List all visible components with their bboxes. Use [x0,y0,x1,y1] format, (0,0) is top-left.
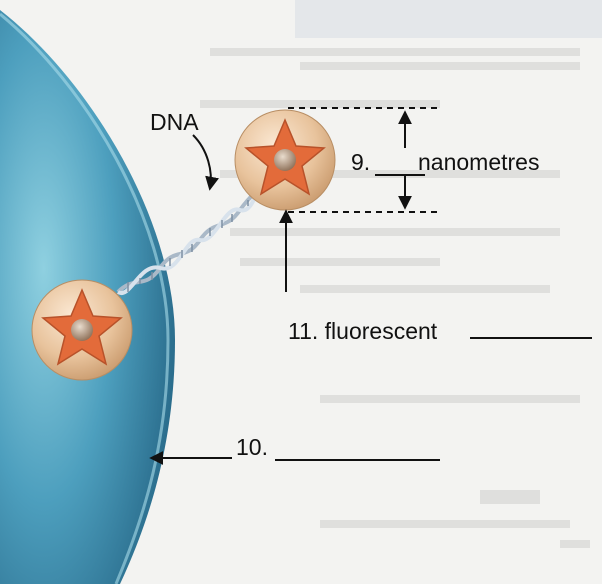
label-11: 11. fluorescent [288,318,438,344]
fluorescent-particle-icon [235,110,335,210]
label-10: 10. [236,434,268,460]
dna-label: DNA [150,109,199,135]
faded-header-band [295,0,602,38]
fluorescent-particle-icon [32,280,132,380]
label-9-number: 9. [351,149,370,175]
label-9-unit: nanometres [418,149,539,175]
